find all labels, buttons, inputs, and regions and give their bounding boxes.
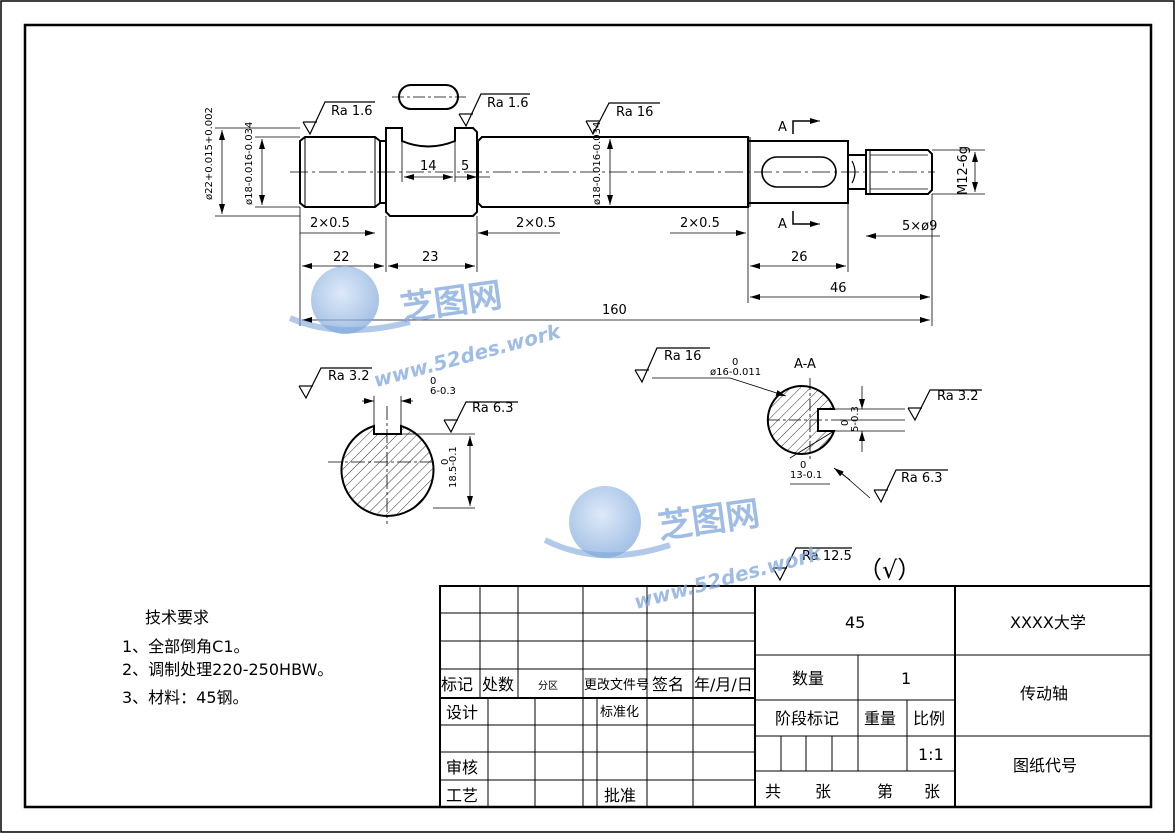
tolerance-upper: 0: [440, 459, 451, 465]
roughness-label: Ra 1.6: [331, 104, 373, 119]
revision-header-qty: 处数: [482, 675, 514, 694]
process-label: 工艺: [446, 786, 478, 805]
chamfer-dimension: 2×0.5: [310, 216, 350, 231]
diameter-dimension: ø18-0.016-0.034: [592, 122, 603, 205]
approve-label: 批准: [604, 786, 636, 805]
watermark-globe-icon: [569, 486, 641, 558]
depth-dimension: 13-0.1: [790, 470, 822, 481]
roughness-label: Ra 6.3: [901, 471, 943, 486]
review-label: 审核: [446, 758, 478, 777]
scale-label: 比例: [913, 709, 945, 728]
diameter-dimension: ø22+0.015+0.002: [204, 107, 215, 200]
diameter-dimension: ø16-0.011: [710, 367, 761, 378]
roughness-label: Ra 12.5: [802, 549, 852, 564]
roughness-label: Ra 6.3: [472, 401, 514, 416]
tolerance-upper: 0: [840, 420, 851, 426]
chamfer-dimension: 2×0.5: [516, 216, 556, 231]
length-dimension: 22: [333, 250, 350, 265]
length-dimension: 46: [830, 281, 847, 296]
watermark-globe-icon: [311, 266, 379, 334]
section-title: A-A: [794, 357, 816, 372]
chamfer-dimension: 2×0.5: [680, 216, 720, 231]
check-mark: （√）: [858, 556, 921, 584]
key-width-dimension: 6-0.3: [430, 386, 456, 397]
general-roughness-symbol: [772, 547, 852, 582]
school-name: XXXX大学: [1010, 613, 1086, 632]
watermark-url: www.52des.work: [631, 541, 825, 614]
watermark-brand: 芝图网: [656, 494, 763, 548]
requirement-item: 1、全部倒角C1。: [122, 637, 250, 656]
design-label: 设计: [446, 703, 478, 722]
watermark-url: www.52des.work: [371, 319, 565, 392]
roughness-label: Ra 16: [664, 349, 701, 364]
depth-dimension: 18.5-0.1: [448, 446, 459, 488]
scale-value: 1:1: [918, 745, 944, 764]
watermark-2: 芝图网 www.52des.work: [543, 486, 825, 614]
thread-dimension: M12-6g: [956, 146, 971, 195]
revision-header-mark: 标记: [441, 675, 473, 694]
roughness-label: Ra 1.6: [487, 96, 529, 111]
requirements-title: 技术要求: [145, 608, 209, 627]
sheet-label: 张: [924, 782, 940, 801]
revision-header-zone: 分区: [538, 680, 558, 692]
weight-label: 重量: [864, 709, 896, 728]
total-label: 共: [765, 782, 781, 801]
vertical-dimensions: [215, 127, 985, 217]
quantity-value: 1: [901, 669, 911, 688]
left-cross-section: [298, 367, 518, 524]
requirement-item: 2、调制处理220-250HBW。: [122, 660, 333, 679]
length-dimension: 23: [422, 250, 439, 265]
stage-label: 阶段标记: [775, 709, 839, 728]
requirement-item: 3、材料：45钢。: [122, 688, 249, 707]
tolerance-upper: 0: [430, 376, 436, 387]
tolerance-upper: 0: [732, 357, 738, 368]
diameter-dimension: ø18-0.016-0.034: [244, 122, 255, 205]
roughness-label: Ra 16: [616, 105, 653, 120]
section-label-a-top: A: [778, 120, 787, 135]
length-dimension: 5: [461, 159, 469, 174]
page-label: 第: [877, 782, 893, 801]
roughness-label: Ra 3.2: [937, 389, 979, 404]
revision-header-doc: 更改文件号: [584, 678, 649, 693]
drawing-number-label: 图纸代号: [1013, 756, 1077, 775]
shaft-main-view: [290, 84, 935, 217]
roughness-symbols-shaft: [302, 93, 660, 136]
material-value: 45: [845, 613, 865, 632]
standard-label: 标准化: [600, 705, 639, 720]
section-a-a: [634, 347, 982, 504]
length-dimension: 26: [791, 250, 808, 265]
revision-header-date: 年/月/日: [694, 675, 753, 694]
title-block-grid: [439, 585, 1152, 808]
section-label-a-bottom: A: [778, 217, 787, 232]
part-name: 传动轴: [1020, 684, 1068, 703]
key-dimension: 5-0.3: [850, 406, 861, 432]
horizontal-dimensions: [299, 141, 940, 326]
total-length-dimension: 160: [602, 303, 627, 318]
length-dimension: 14: [420, 159, 437, 174]
quantity-label: 数量: [792, 669, 824, 688]
sheets-label: 张: [815, 782, 831, 801]
tolerance-upper: 0: [800, 460, 806, 471]
section-marks: [792, 118, 820, 227]
roughness-label: Ra 3.2: [328, 369, 370, 384]
watermark-brand: 芝图网: [398, 275, 505, 329]
revision-header-sign: 签名: [652, 675, 684, 694]
undercut-dimension: 5×ø9: [902, 219, 937, 234]
